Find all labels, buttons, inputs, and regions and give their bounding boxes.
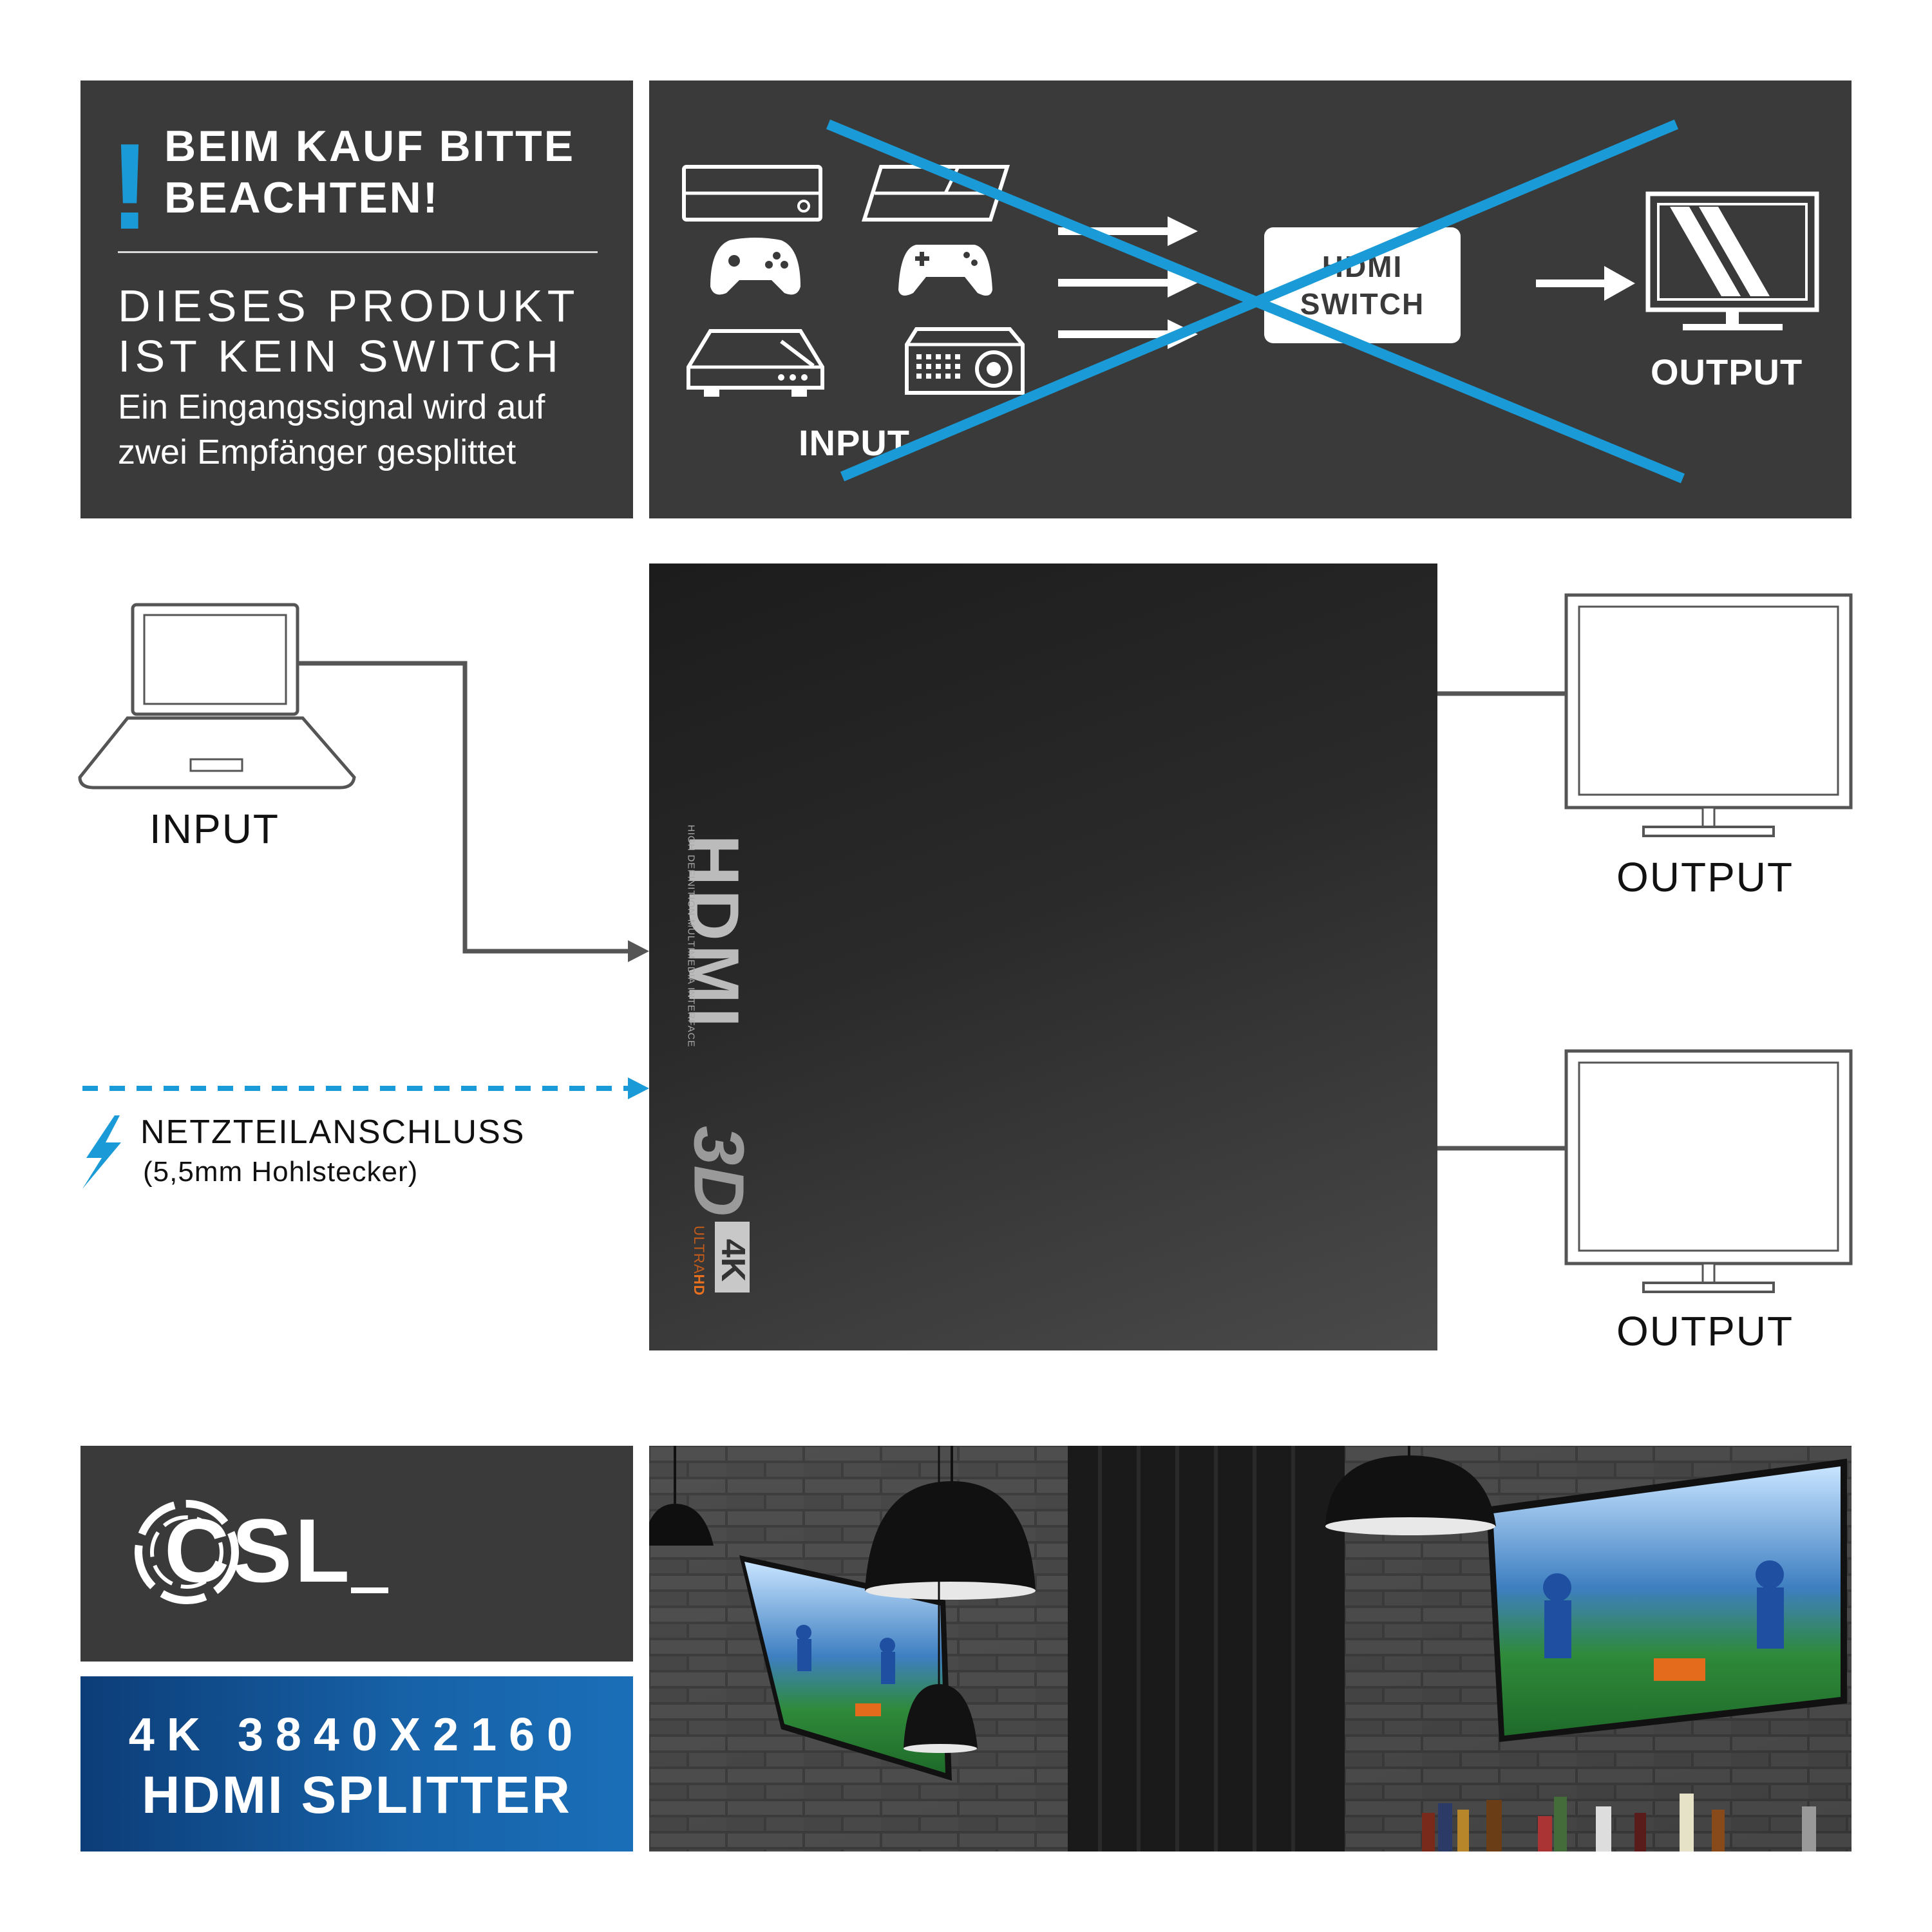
csl-logo-ring-icon [135, 1500, 239, 1604]
tv-output-icon [1645, 191, 1819, 330]
csl-logo: CSL [164, 1500, 352, 1601]
notice-body-line2: zwei Empfänger gesplittet [118, 433, 516, 471]
notice-title-line1: BEIM KAUF BITTE [164, 122, 576, 171]
notice-heading-line1: DIESES PRODUKT [118, 281, 580, 331]
bar-scene-photo [649, 1446, 1852, 1852]
gamepad-playstation-icon [898, 245, 992, 296]
exclamation-icon: ! [109, 118, 151, 255]
gamepad-xbox-icon [710, 238, 800, 295]
hdmi-logo-subtext: HIGH DEFINITION MULTIMEDIA INTERFACE [685, 824, 697, 1048]
lightning-icon [82, 1115, 121, 1189]
logo-4k-text: 4K [714, 1238, 752, 1282]
logo-hd: HD [691, 1274, 707, 1296]
cross-out-icon [826, 119, 1685, 484]
media-player-icon [687, 329, 824, 397]
connection-output1-label: OUTPUT [1616, 854, 1794, 900]
connection-output2-label: OUTPUT [1616, 1308, 1794, 1354]
notice-divider [118, 251, 598, 253]
connection-input-label: INPUT [149, 806, 279, 852]
monitor-output-1-icon [1564, 593, 1853, 837]
hdmi-logo: HDMI HIGH DEFINITION MULTIMEDIA INTERFAC… [674, 782, 759, 1079]
logo-ultra-hd: ULTRAHD [690, 1226, 707, 1296]
logo-3d: 3D [679, 1126, 759, 1217]
power-label: NETZTEILANSCHLUSS [140, 1113, 526, 1151]
notice-panel: ! BEIM KAUF BITTE BEACHTEN! DIESES PRODU… [80, 80, 633, 518]
hdmi-switch-line2: SWITCH [1300, 287, 1425, 321]
notice-title-line2: BEACHTEN! [164, 173, 440, 222]
output-arrow [1536, 266, 1635, 301]
splitter-device: HDMI HIGH DEFINITION MULTIMEDIA INTERFAC… [649, 564, 1437, 1350]
hdmi-switch-box: HDMI SWITCH [1264, 227, 1461, 343]
banner-resolution: 4K 3840X2160 [128, 1709, 585, 1761]
switch-diagram-panel: INPUT HDMI SWITCH OUTPUT [649, 80, 1852, 518]
monitor-output-2-icon [1564, 1049, 1853, 1293]
brand-panel: CSL [80, 1446, 633, 1662]
notice-heading-line2: IST KEIN SWITCH [118, 331, 563, 381]
banner-product: HDMI SPLITTER [142, 1766, 572, 1824]
laptop-icon [78, 603, 356, 790]
power-sub-label: (5,5mm Hohlstecker) [143, 1156, 419, 1188]
projector-icon [905, 327, 1025, 395]
switch-output-label: OUTPUT [1651, 352, 1803, 392]
csl-logo-underline [351, 1587, 388, 1593]
product-banner: 4K 3840X2160 HDMI SPLITTER [80, 1676, 633, 1852]
logo-ultra: ULTRA [691, 1226, 707, 1274]
logo-4k: 4K [714, 1222, 752, 1293]
notice-body-line1: Ein Eingangssignal wird auf [118, 388, 545, 426]
console-xbox-icon [682, 165, 822, 222]
